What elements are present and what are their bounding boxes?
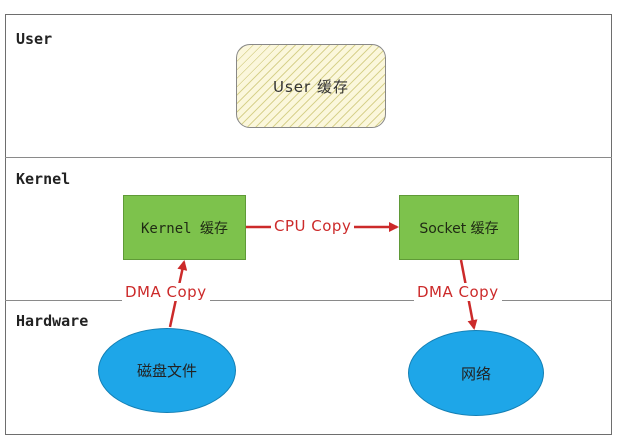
layer-label-user: User <box>16 30 53 48</box>
layer-label-kernel: Kernel <box>16 170 71 188</box>
kernel-cache-node: Kernel 缓存 <box>123 195 246 260</box>
dma-copy-out-label: DMA Copy <box>414 283 502 301</box>
network-label: 网络 <box>460 364 491 383</box>
user-cache-label: User 缓存 <box>273 77 349 96</box>
kernel-cache-label: Kernel 缓存 <box>140 220 228 237</box>
disk-file-node: 磁盘文件 <box>98 328 236 413</box>
layer-label-hardware: Hardware <box>16 312 89 330</box>
kernel-hardware-divider <box>5 300 612 301</box>
network-node: 网络 <box>408 330 544 416</box>
socket-cache-node: Socket 缓存 <box>399 195 519 260</box>
user-kernel-divider <box>5 157 612 158</box>
diagram-frame <box>5 14 612 435</box>
socket-cache-label: Socket 缓存 <box>419 220 499 237</box>
dma-copy-in-label: DMA Copy <box>122 283 210 301</box>
user-cache-node: User 缓存 <box>236 44 386 128</box>
cpu-copy-label: CPU Copy <box>271 217 355 235</box>
disk-file-label: 磁盘文件 <box>136 362 197 380</box>
